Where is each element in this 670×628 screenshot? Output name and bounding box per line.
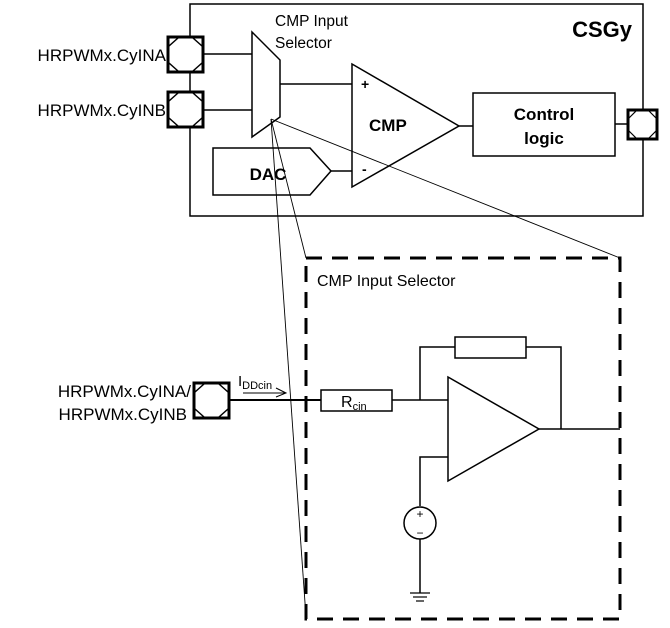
pin-label-combined-line1: HRPWMx.CyINA/ bbox=[58, 382, 191, 401]
cmp-input-selector-mux bbox=[251, 30, 281, 139]
wire-feedback-out bbox=[526, 346, 562, 429]
pin-label-combined-line2: HRPWMx.CyINB bbox=[59, 405, 187, 424]
pin-label-input-b: HRPWMx.CyINB bbox=[38, 101, 166, 120]
mux-label-line1: CMP Input bbox=[275, 13, 349, 30]
pad-combined-input bbox=[192, 381, 231, 420]
control-logic-line1: Control bbox=[514, 105, 574, 124]
csgy-title: CSGy bbox=[572, 17, 633, 42]
resistor-label-sub: cin bbox=[353, 401, 367, 413]
current-label: IDDcin bbox=[238, 373, 272, 392]
zoom-projection-lines bbox=[270, 118, 621, 618]
mux-label-line2: Selector bbox=[275, 35, 332, 52]
resistor-feedback bbox=[454, 336, 527, 359]
pad-input-b bbox=[166, 90, 205, 129]
dac-label: DAC bbox=[250, 165, 287, 184]
source-minus-sign: − bbox=[416, 526, 423, 540]
pin-label-input-a: HRPWMx.CyINA bbox=[38, 46, 167, 65]
detail-title: CMP Input Selector bbox=[317, 273, 456, 290]
cmp-comparator bbox=[351, 62, 461, 189]
cmp-label: CMP bbox=[369, 116, 407, 135]
ground-icon bbox=[410, 592, 430, 602]
wire-opamp-to-source bbox=[419, 456, 448, 506]
source-plus-sign: + bbox=[416, 507, 423, 521]
pad-input-a bbox=[166, 35, 205, 74]
dac-block bbox=[212, 147, 333, 196]
current-label-main: I bbox=[238, 373, 242, 390]
cmp-input-selector-detail-box bbox=[304, 256, 622, 621]
control-logic-block bbox=[472, 92, 616, 157]
resistor-rcin-label: Rcin bbox=[341, 394, 367, 413]
pad-output bbox=[626, 108, 659, 141]
current-label-sub: DDcin bbox=[242, 380, 272, 392]
cmp-plus-sign: + bbox=[361, 76, 369, 92]
wire-feedback bbox=[419, 346, 455, 400]
op-amp bbox=[447, 375, 541, 483]
current-arrow-icon bbox=[243, 387, 288, 398]
cmp-minus-sign: - bbox=[362, 161, 367, 177]
resistor-label-main: R bbox=[341, 394, 353, 411]
control-logic-line2: logic bbox=[524, 129, 564, 148]
